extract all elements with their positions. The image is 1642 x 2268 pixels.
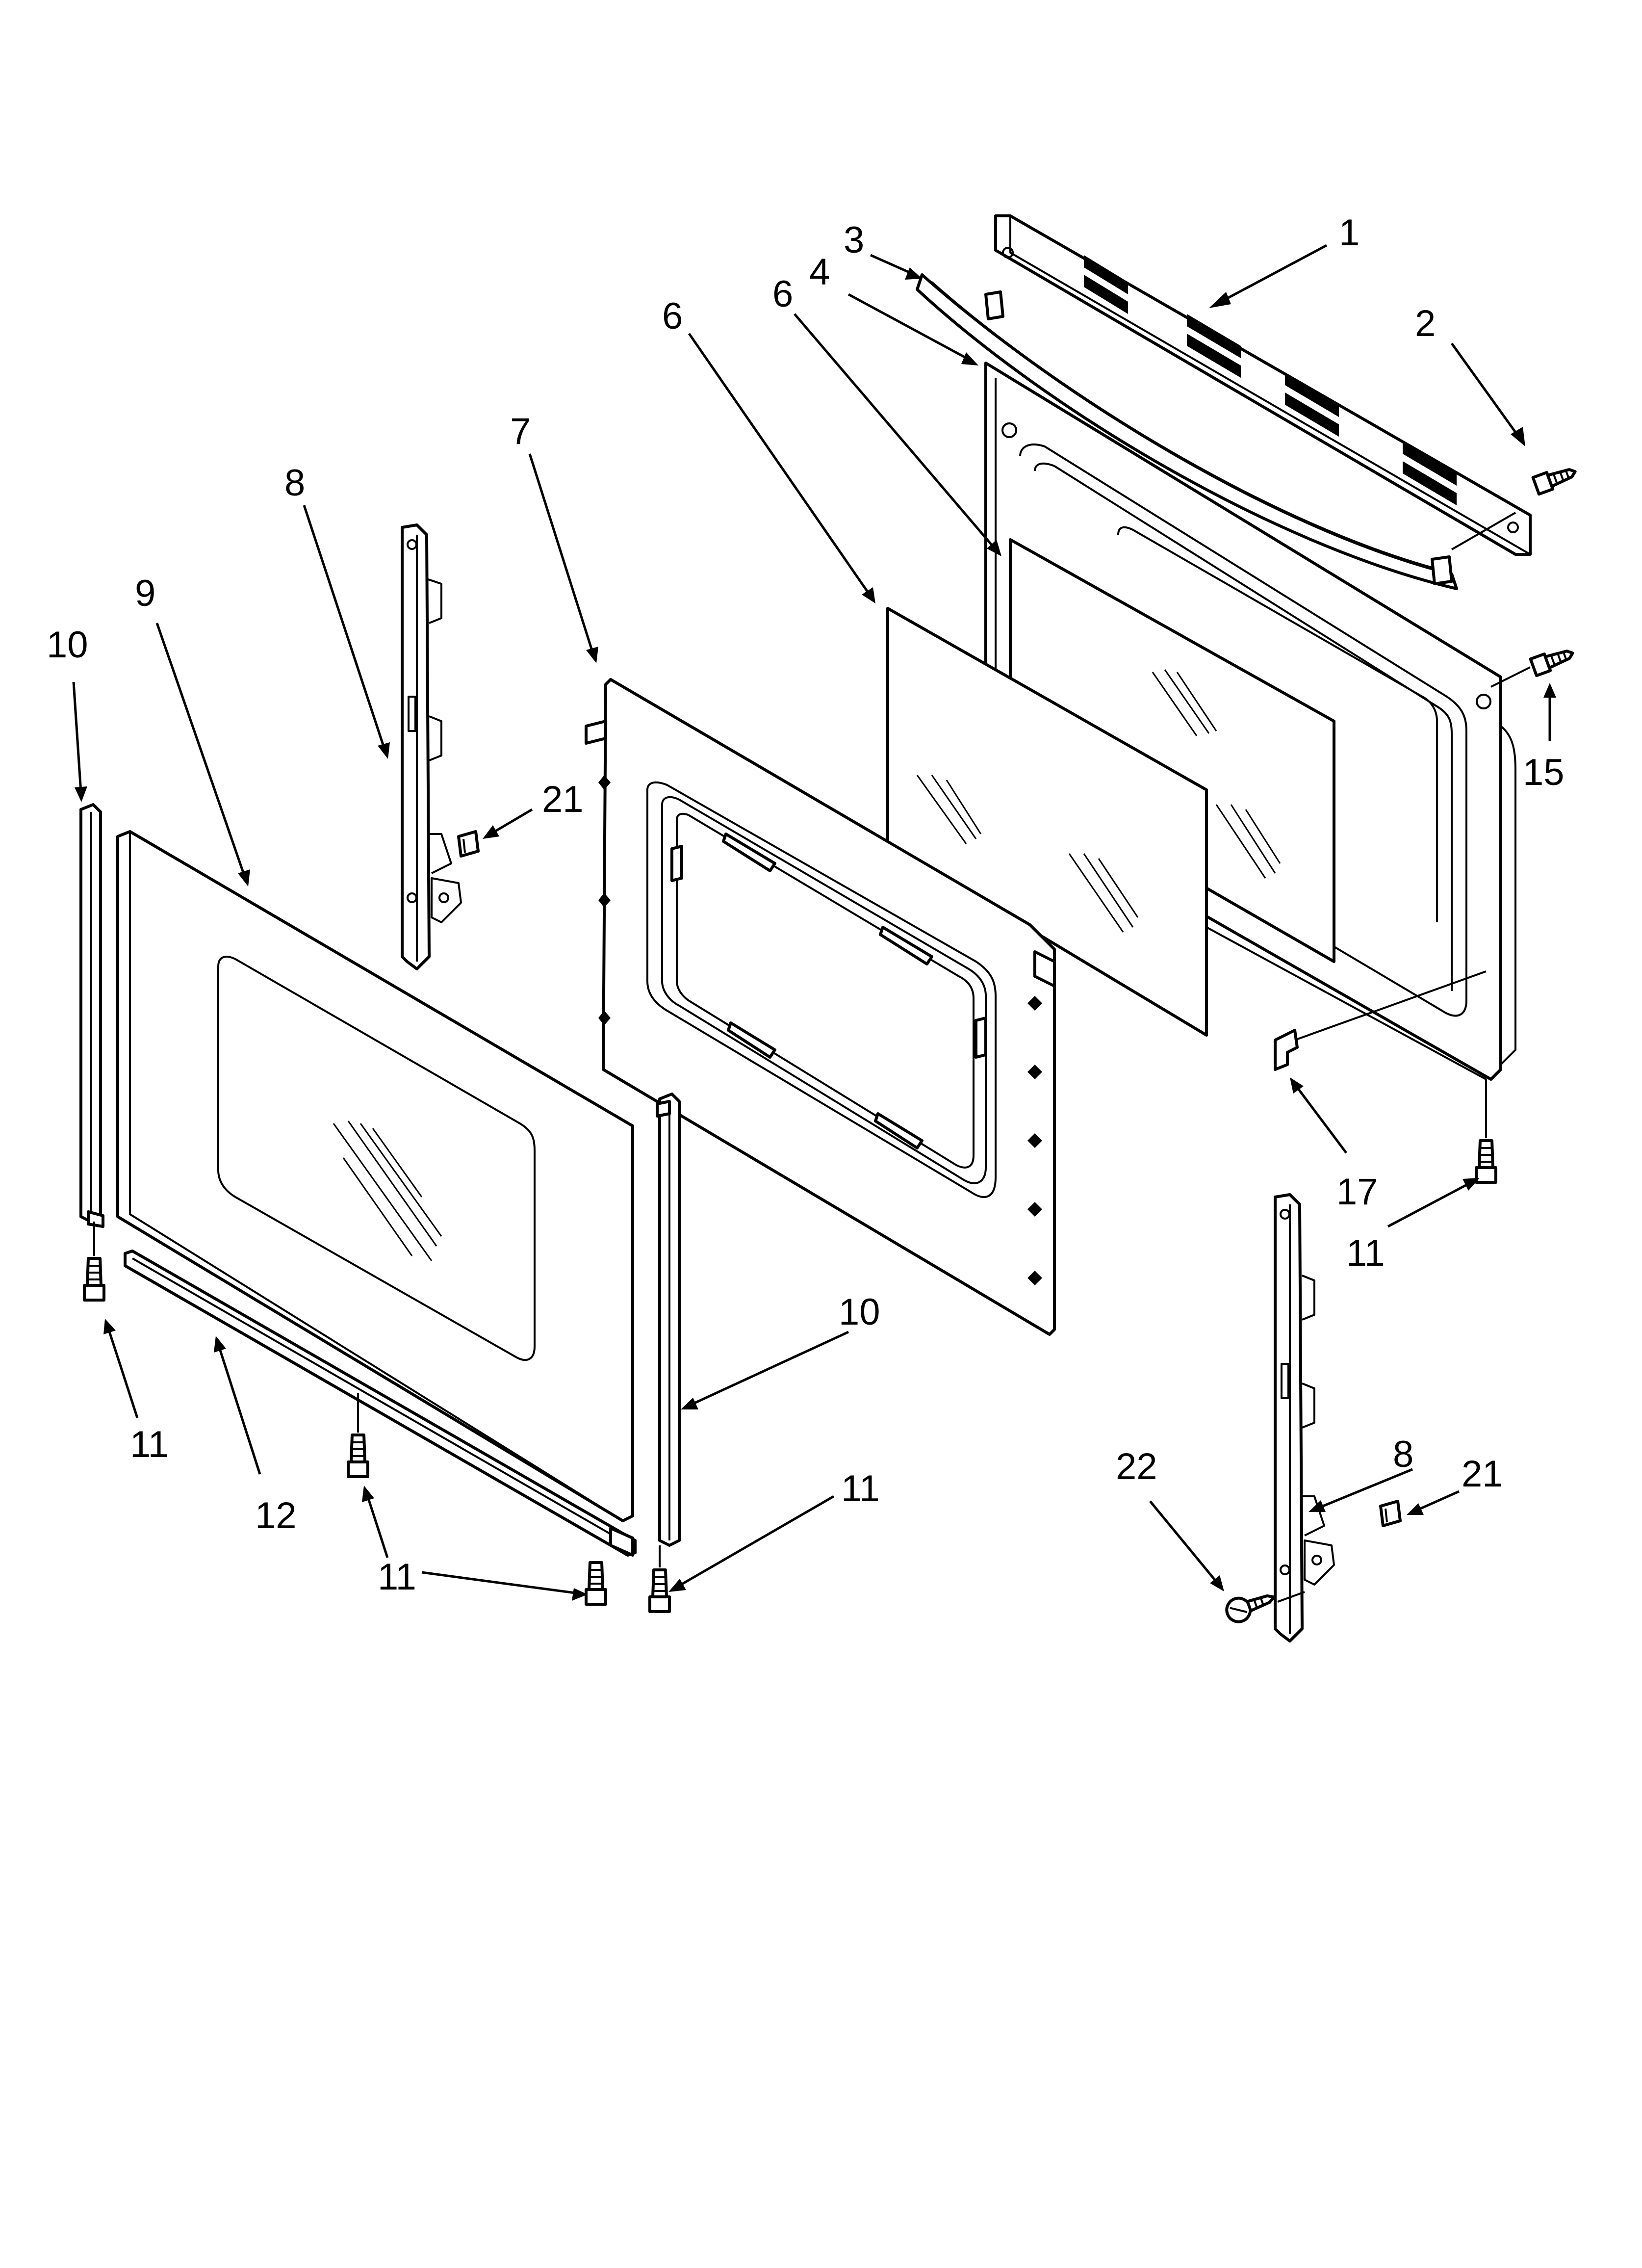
callout-21b: 21 [1462, 1453, 1503, 1495]
hinge-right [1274, 1193, 1335, 1642]
screw-11-a [83, 1257, 105, 1302]
screw-11-b [347, 1434, 369, 1478]
callout-7: 7 [510, 411, 531, 452]
callout-3: 3 [844, 219, 864, 261]
vent-slots [1084, 255, 1457, 505]
callout-10a: 10 [47, 624, 88, 666]
callout-11a: 11 [130, 1424, 169, 1465]
callout-11b: 11 [378, 1556, 416, 1598]
clip-17 [1274, 1029, 1299, 1071]
callout-12: 12 [255, 1495, 297, 1537]
screw-11-e [1475, 1139, 1497, 1184]
glass-reflection-marks [333, 1121, 442, 1261]
bottom-trim [124, 1250, 637, 1557]
door-liner [116, 830, 634, 1522]
side-trim-left [79, 803, 104, 1228]
callout-21a: 21 [542, 779, 584, 820]
clip-21-right [1379, 1500, 1402, 1527]
callout-2: 2 [1415, 303, 1436, 344]
assembly-guides [93, 512, 1531, 1603]
side-trim-right [656, 1093, 681, 1547]
screw-2 [1531, 468, 1577, 496]
callout-labels: 1 2 3 4 6 6 7 8 8 9 10 10 11 11 11 11 12… [47, 212, 1565, 1598]
callout-9: 9 [135, 573, 155, 614]
leader-lines [72, 244, 1556, 1601]
callout-11d: 11 [1346, 1232, 1385, 1274]
screw-22 [1225, 1594, 1276, 1623]
callout-8b: 8 [1393, 1434, 1413, 1475]
door-glass-front [886, 607, 1208, 1037]
screw-11-c [585, 1561, 607, 1606]
panel-tabs [598, 775, 1042, 1285]
door-handle [916, 273, 1458, 590]
callout-6b: 6 [662, 295, 683, 337]
vent-trim [994, 214, 1532, 556]
callout-11c: 11 [841, 1468, 880, 1510]
callout-22: 22 [1116, 1446, 1157, 1487]
callout-10b: 10 [839, 1291, 880, 1333]
callout-6a: 6 [772, 273, 793, 315]
callout-17: 17 [1336, 1171, 1378, 1213]
screw-15 [1529, 650, 1574, 678]
glass-reflection-marks [1152, 669, 1281, 879]
hinge-left [401, 523, 462, 970]
callout-15: 15 [1523, 752, 1565, 793]
callout-1: 1 [1339, 212, 1360, 254]
callout-8a: 8 [284, 462, 305, 504]
screw-11-d [648, 1568, 671, 1613]
clip-21-left [457, 830, 480, 858]
glass-reflection-marks [916, 775, 1139, 933]
callout-4: 4 [809, 251, 830, 293]
